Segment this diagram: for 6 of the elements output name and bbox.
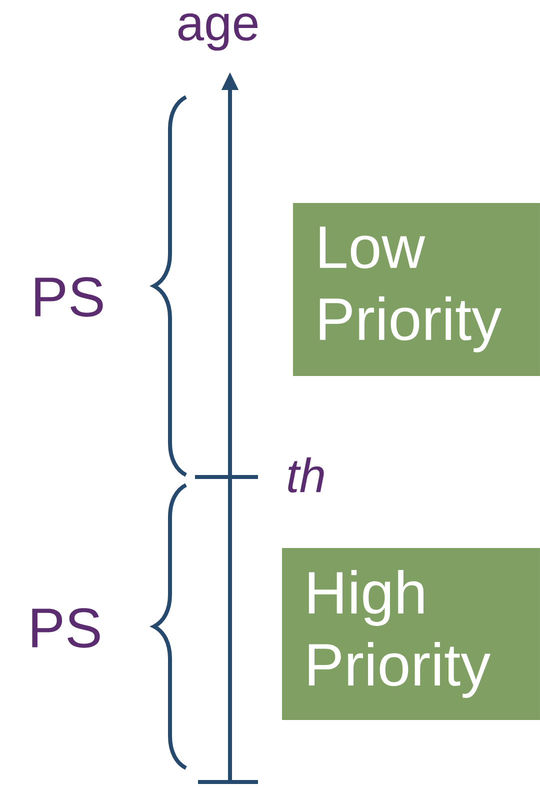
axis-label: age [178, 13, 258, 51]
priority-box: High Priority [282, 548, 540, 720]
brace-label: PS [32, 608, 100, 648]
priority-box: Low Priority [293, 203, 540, 376]
brace-label: PS [35, 277, 103, 317]
threshold-label: th [288, 457, 324, 493]
